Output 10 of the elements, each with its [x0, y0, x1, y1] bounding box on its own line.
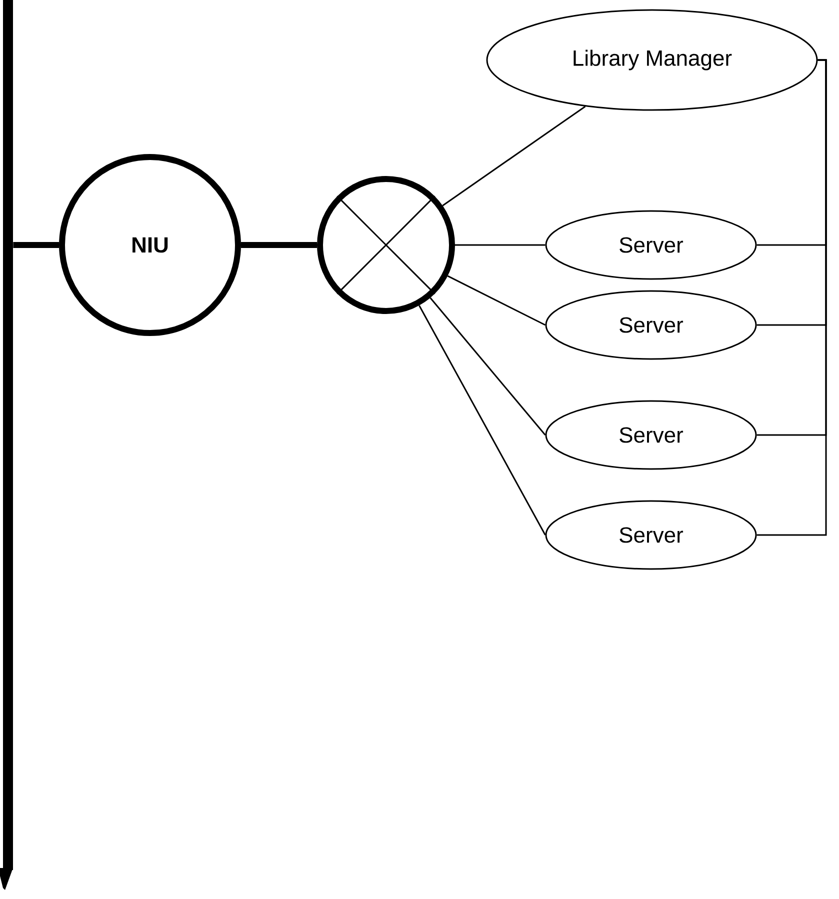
- connector-line: [430, 297, 546, 436]
- connector-line: [241, 242, 317, 248]
- connector-line: [756, 59, 827, 536]
- connector-line: [442, 106, 586, 206]
- connector-line: [447, 275, 546, 326]
- bus-line: [0, 0, 13, 890]
- switch-circle: [317, 176, 455, 314]
- connector-line: [13, 242, 59, 248]
- connector-line: [418, 305, 546, 536]
- connector-line: [455, 244, 546, 246]
